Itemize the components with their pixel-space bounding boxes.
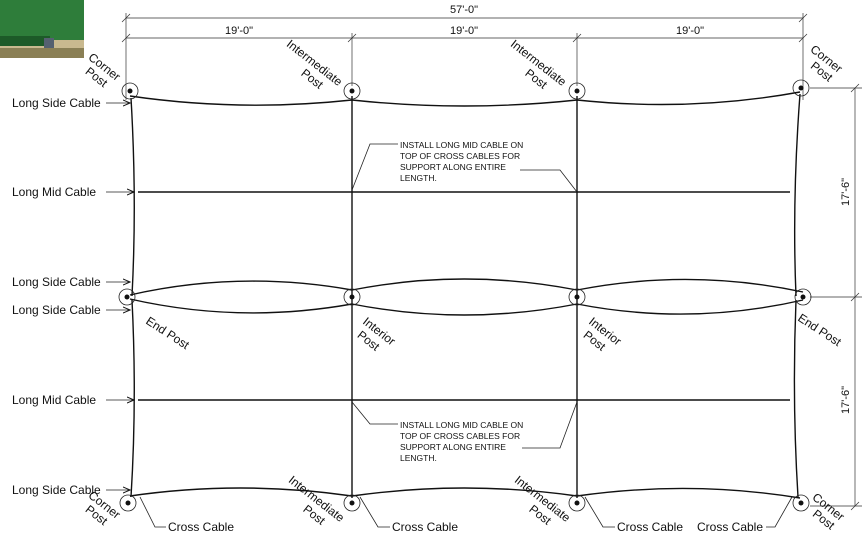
cross-cable-4 [793,93,801,498]
bay3-dimension: 19'-0" [676,25,704,37]
label-long-side-cable-3: Long Side Cable [12,303,101,317]
label-long-side-cable-1: Long Side Cable [12,96,101,110]
cross-cable-label-1: Cross Cable [168,520,234,534]
left-labels: Long Side Cable Long Mid Cable Long Side… [12,96,134,497]
bay2-dimension: 19'-0" [450,25,478,37]
long-side-cable-middle-upper [129,278,804,296]
dimension-lines [121,13,862,511]
label-long-side-cable-2: Long Side Cable [12,275,101,289]
svg-text:LENGTH.: LENGTH. [400,173,437,183]
photo-thumbnail [0,0,84,58]
bay1-dimension: 19'-0" [225,25,253,37]
cross-cable-label-3: Cross Cable [617,520,683,534]
row2-dimension: 17'-6" [840,386,852,414]
label-long-mid-cable-2: Long Mid Cable [12,393,96,407]
cross-cable-labels: Cross Cable Cross Cable Cross Cable Cros… [139,496,793,534]
svg-text:TOP OF CROSS CABLES FOR: TOP OF CROSS CABLES FOR [400,431,520,441]
long-side-cable-top [129,91,801,107]
svg-text:SUPPORT ALONG ENTIRE: SUPPORT ALONG ENTIRE [400,442,506,452]
long-side-cable-middle-lower [129,298,804,316]
svg-text:SUPPORT ALONG ENTIRE: SUPPORT ALONG ENTIRE [400,162,506,172]
install-note-bottom: INSTALL LONG MID CABLE ON TOP OF CROSS C… [351,401,578,463]
cross-cable-label-4: Cross Cable [697,520,763,534]
cross-cable-1 [130,97,135,498]
long-side-cable-bottom [129,487,801,499]
cable-network [129,91,804,499]
svg-text:LENGTH.: LENGTH. [400,453,437,463]
svg-text:INSTALL LONG MID CABLE ON: INSTALL LONG MID CABLE ON [400,420,523,430]
svg-text:INSTALL LONG MID CABLE ON: INSTALL LONG MID CABLE ON [400,140,523,150]
overall-dimension: 57'-0" [450,4,478,16]
end-post-label-right: End Post [795,311,844,350]
post-labels: Corner Post Intermediate Post Intermedia… [83,37,848,533]
install-note-top: INSTALL LONG MID CABLE ON TOP OF CROSS C… [351,140,578,193]
label-long-side-cable-4: Long Side Cable [12,483,101,497]
label-long-mid-cable-1: Long Mid Cable [12,185,96,199]
cross-cable-label-2: Cross Cable [392,520,458,534]
svg-text:TOP OF CROSS CABLES FOR: TOP OF CROSS CABLES FOR [400,151,520,161]
end-post-label-left: End Post [143,314,192,353]
row1-dimension: 17'-6" [840,178,852,206]
posts [118,79,812,512]
